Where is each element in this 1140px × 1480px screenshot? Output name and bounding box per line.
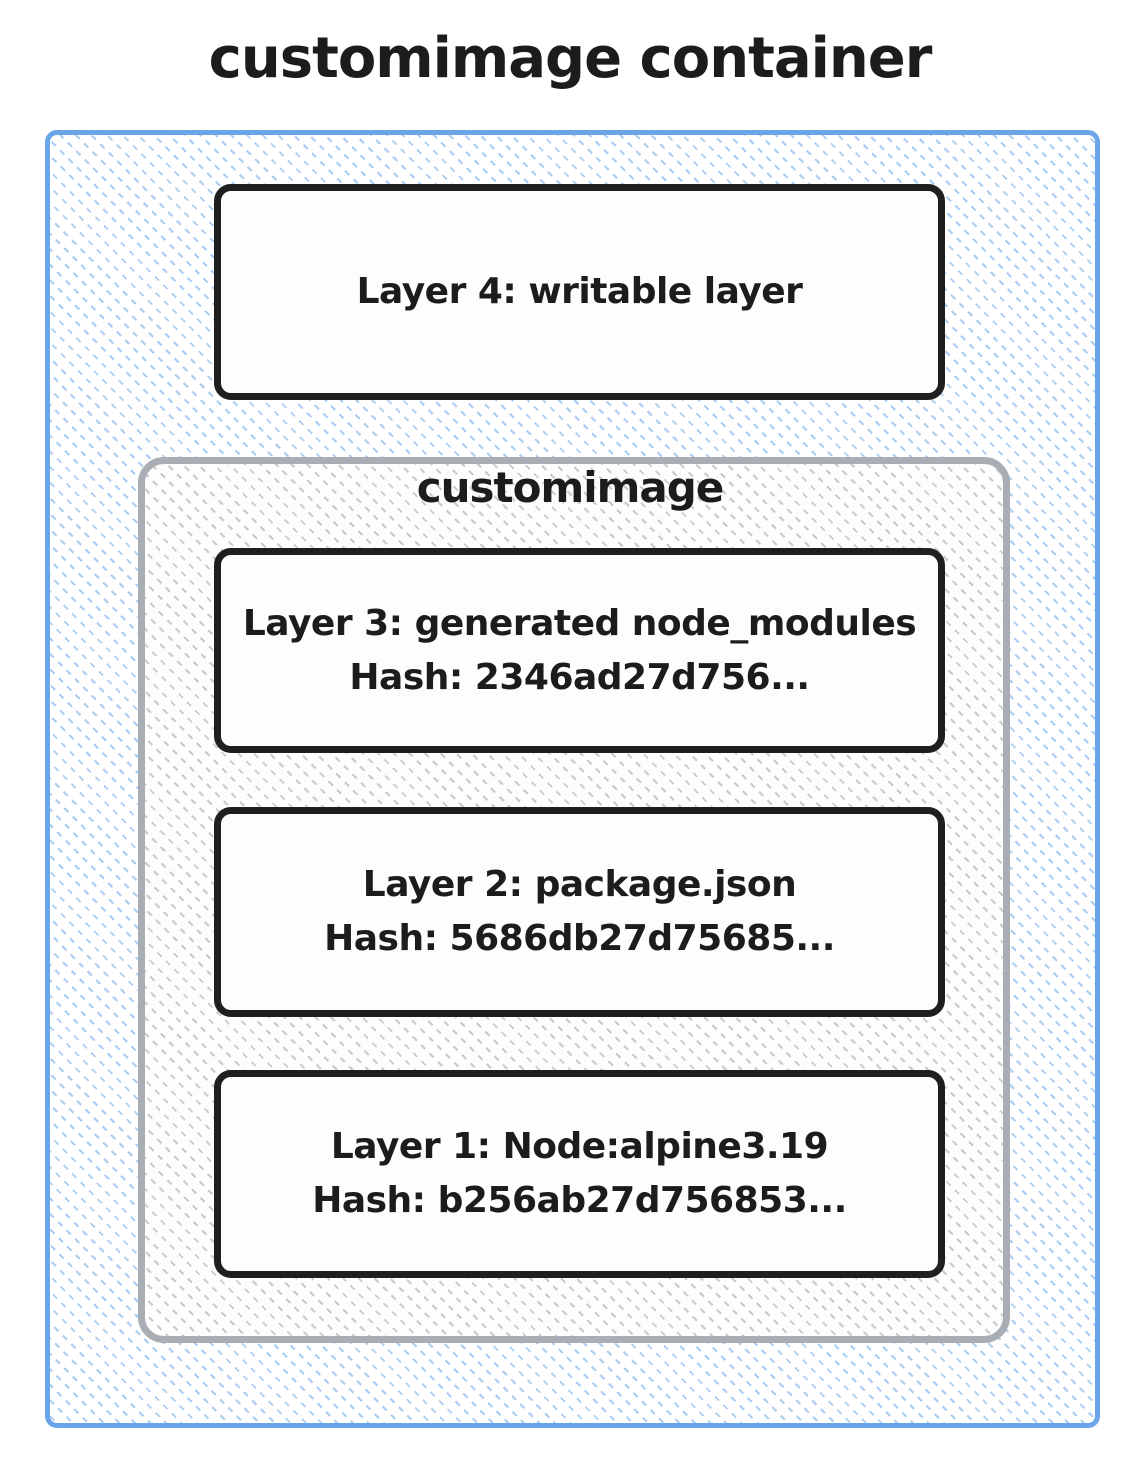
layer-3-hash: Hash: 2346ad27d756... <box>349 656 810 698</box>
customimage-label: customimage <box>416 463 725 512</box>
layer-3-box: Layer 3: generated node_modules Hash: 23… <box>214 548 945 753</box>
layer-4-box: Layer 4: writable layer <box>214 184 945 400</box>
layer-1-box: Layer 1: Node:alpine3.19 Hash: b256ab27d… <box>214 1070 945 1278</box>
diagram-title: customimage container <box>208 26 933 91</box>
layer-2-box: Layer 2: package.json Hash: 5686db27d756… <box>214 807 945 1017</box>
layer-1-hash: Hash: b256ab27d756853... <box>312 1180 847 1221</box>
layer-2-name: Layer 2: package.json <box>362 864 797 905</box>
layer-4-label: Layer 4: writable layer <box>356 271 803 312</box>
layer-2-hash: Hash: 5686db27d75685... <box>324 918 835 959</box>
layer-1-name: Layer 1: Node:alpine3.19 <box>330 1126 829 1167</box>
layer-3-name: Layer 3: generated node_modules <box>242 602 917 644</box>
